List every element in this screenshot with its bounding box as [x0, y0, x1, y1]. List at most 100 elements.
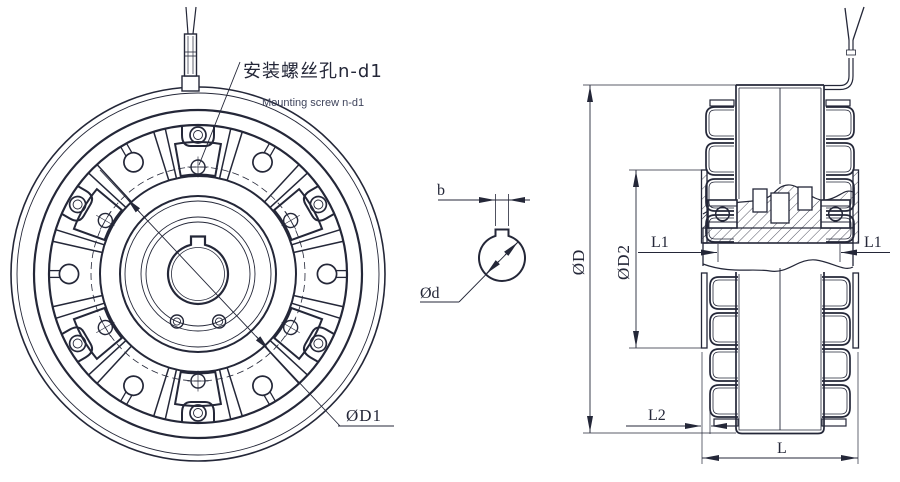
lower-core-outline — [735, 272, 825, 435]
radial-spoke-line — [218, 128, 232, 179]
flange-hole — [169, 314, 185, 329]
casing-wall-lower-right — [852, 272, 860, 349]
dim-L2: L2 — [626, 390, 727, 434]
d1-arrow-lower — [255, 335, 270, 351]
bore-inner-circle — [171, 247, 225, 301]
dim-diameter-D: ØD — [569, 84, 736, 434]
flange-hole-rim — [215, 317, 224, 326]
boss-hole — [189, 126, 207, 144]
cable-section — [824, 6, 865, 91]
fin-cell-inner — [822, 279, 848, 307]
dimensions: ØD ØD2 L1 L1 L2 — [569, 84, 890, 464]
fin-cap — [709, 99, 735, 107]
fin-cell-outer — [705, 178, 734, 212]
boss-hole-rim — [72, 199, 83, 210]
fin-cell-inner — [712, 279, 738, 307]
shaft-bore-keyway — [166, 235, 230, 305]
upper-core — [735, 84, 825, 203]
fin-cell-inner — [708, 217, 734, 240]
pin-stem — [126, 143, 133, 154]
radial-spoke-line — [226, 131, 243, 181]
radial-spoke-line — [88, 172, 127, 208]
mounting-boss — [60, 185, 94, 222]
pole-segment — [272, 187, 324, 242]
cable-line — [824, 58, 850, 87]
dim-L1-left: L1 — [638, 234, 717, 256]
fin-stack — [821, 276, 851, 427]
ring-outer-circle — [32, 108, 364, 440]
pin-stem — [126, 394, 133, 405]
fin-cell-outer — [709, 276, 738, 310]
pole-segment — [173, 141, 223, 178]
boss-outline — [60, 326, 94, 363]
pin-stem — [269, 391, 276, 402]
label-mounting-screw-cn: 安装螺丝孔n-d1 — [243, 61, 383, 82]
pole-segment — [72, 306, 124, 361]
fin-cell-inner — [826, 217, 852, 240]
pole-segments — [72, 141, 324, 407]
dim-b: b — [437, 182, 530, 226]
mounting-bosses — [60, 125, 336, 423]
hub-inner-circle — [124, 200, 272, 348]
dim-L1-right-label: L1 — [864, 234, 882, 251]
hub-outer-circle — [119, 195, 277, 353]
pin-ball — [58, 263, 80, 285]
fin-cell-inner — [822, 315, 848, 343]
bearing-housing — [820, 199, 851, 229]
lower-core — [735, 268, 825, 435]
pin-stem — [120, 146, 127, 157]
fin-cell-outer — [822, 348, 851, 382]
fin-stack — [709, 276, 739, 427]
fin-cell-outer — [822, 384, 851, 418]
break-line-upper — [702, 184, 854, 215]
fin-cap — [821, 418, 847, 427]
lead-wire — [192, 6, 197, 35]
fin-stack — [705, 99, 735, 243]
dim-L2-label: L2 — [648, 407, 666, 424]
fin-cell-inner — [708, 181, 734, 209]
boss-hole — [309, 334, 328, 353]
boss-hole-rim — [193, 408, 203, 418]
hub-flange-circle — [145, 221, 251, 327]
fin-cap — [713, 418, 739, 427]
boss-hole — [68, 195, 87, 214]
dim-L1-left-label: L1 — [651, 234, 669, 251]
fin-cell-inner — [708, 145, 734, 173]
pin-ball — [123, 375, 144, 397]
bearing-right — [820, 199, 851, 229]
dim-L1-right: L1 — [841, 234, 890, 256]
fin-cell-outer — [826, 106, 855, 140]
fin-cell-inner — [822, 387, 848, 415]
radial-spoke-line — [269, 172, 308, 208]
radial-spoke-line — [293, 240, 344, 254]
flange-hole-rim — [172, 317, 181, 326]
radial-spoke-line — [226, 367, 243, 417]
fin-cell-inner — [826, 181, 852, 209]
cable-ferrule — [846, 49, 856, 56]
fin-cell-outer — [822, 276, 851, 310]
screw-hole-crosshair — [281, 214, 300, 227]
fin-cell-inner — [822, 351, 848, 379]
spring-pin — [120, 143, 144, 173]
leader-mounting-screw — [198, 61, 241, 166]
shaft-detail-view: b Ød — [420, 182, 530, 303]
key-block-right — [797, 186, 813, 211]
dim-L: L — [701, 352, 859, 464]
pole-segment — [272, 306, 324, 361]
center-spacer — [770, 192, 790, 224]
spring-pin — [49, 263, 80, 285]
pin-ball — [252, 151, 273, 173]
mounting-boss — [60, 326, 94, 363]
fin-cell-inner — [712, 351, 738, 379]
d-arrow-upper — [504, 242, 518, 256]
lead-wire — [844, 7, 850, 41]
gland-body — [183, 33, 198, 77]
pin-stem — [120, 391, 127, 402]
dim-diameter-D1: ØD1 — [99, 169, 394, 427]
gland-base — [181, 75, 200, 92]
dim-d1-label: ØD1 — [346, 406, 382, 425]
spring-pin-spokes — [49, 143, 347, 405]
mounting-boss — [181, 401, 215, 423]
fin-cell-outer — [826, 142, 855, 176]
